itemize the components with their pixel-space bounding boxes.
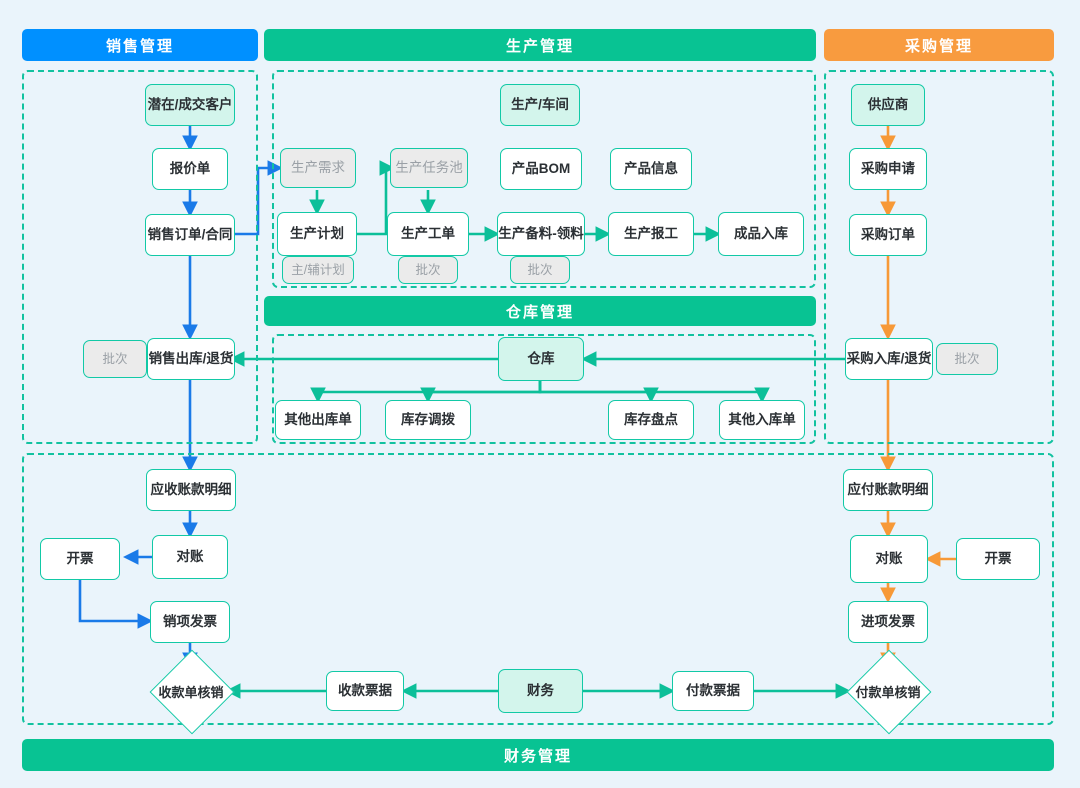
group-purchase	[824, 70, 1054, 444]
node-po[interactable]: 采购订单	[849, 214, 927, 256]
node-finance-hub[interactable]: 财务	[498, 669, 583, 713]
node-ar-recon[interactable]: 对账	[152, 535, 228, 579]
node-quotation[interactable]: 报价单	[152, 148, 228, 190]
node-stocktake[interactable]: 库存盘点	[608, 400, 694, 440]
node-transfer[interactable]: 库存调拨	[385, 400, 471, 440]
node-ap-recon[interactable]: 对账	[850, 535, 928, 583]
badge-wo-batch[interactable]: 批次	[398, 256, 458, 284]
group-warehouse	[272, 334, 816, 444]
node-prod-report[interactable]: 生产报工	[608, 212, 694, 256]
node-ar-detail[interactable]: 应收账款明细	[146, 469, 236, 511]
node-ap-invoice-btn[interactable]: 开票	[956, 538, 1040, 580]
header-finance: 财务管理	[22, 739, 1054, 771]
badge-sales-batch[interactable]: 批次	[83, 340, 147, 378]
node-receipt-writeoff[interactable]: 收款单核销	[136, 649, 246, 735]
group-finance	[22, 453, 1054, 725]
node-task-pool[interactable]: 生产任务池	[390, 148, 468, 188]
header-purchase: 采购管理	[824, 29, 1054, 61]
node-sales-invoice[interactable]: 销项发票	[150, 601, 230, 643]
payment-writeoff-label: 付款单核销	[855, 684, 921, 700]
node-potential-customer[interactable]: 潜在/成交客户	[145, 84, 235, 126]
node-warehouse-hub[interactable]: 仓库	[498, 337, 584, 381]
node-ap-detail[interactable]: 应付账款明细	[843, 469, 933, 511]
receipt-writeoff-label: 收款单核销	[158, 684, 224, 700]
badge-picking-batch[interactable]: 批次	[510, 256, 570, 284]
node-picking[interactable]: 生产备料-领料	[497, 212, 585, 256]
node-product-info[interactable]: 产品信息	[610, 148, 692, 190]
node-prod-plan[interactable]: 生产计划	[277, 212, 357, 256]
header-production: 生产管理	[264, 29, 816, 61]
node-work-order[interactable]: 生产工单	[387, 212, 469, 256]
badge-po-batch[interactable]: 批次	[936, 343, 998, 375]
node-other-inbound[interactable]: 其他入库单	[719, 400, 805, 440]
node-po-inbound[interactable]: 采购入库/退货	[845, 338, 933, 380]
node-requisition[interactable]: 采购申请	[849, 148, 927, 190]
node-workshop[interactable]: 生产/车间	[500, 84, 580, 126]
node-supplier[interactable]: 供应商	[851, 84, 925, 126]
node-purchase-invoice[interactable]: 进项发票	[848, 601, 928, 643]
node-sales-order[interactable]: 销售订单/合同	[145, 214, 235, 256]
node-other-outbound[interactable]: 其他出库单	[275, 400, 361, 440]
badge-plan-type[interactable]: 主/辅计划	[282, 256, 354, 284]
node-receipt-doc[interactable]: 收款票据	[326, 671, 404, 711]
node-finished-in[interactable]: 成品入库	[718, 212, 804, 256]
group-production	[272, 70, 816, 288]
node-ar-invoice-btn[interactable]: 开票	[40, 538, 120, 580]
node-prod-demand[interactable]: 生产需求	[280, 148, 356, 188]
header-sales: 销售管理	[22, 29, 258, 61]
header-warehouse: 仓库管理	[264, 296, 816, 326]
node-sales-outbound[interactable]: 销售出库/退货	[147, 338, 235, 380]
node-payment-writeoff[interactable]: 付款单核销	[833, 649, 943, 735]
node-payment-doc[interactable]: 付款票据	[672, 671, 754, 711]
node-product-bom[interactable]: 产品BOM	[500, 148, 582, 190]
group-sales	[22, 70, 258, 444]
